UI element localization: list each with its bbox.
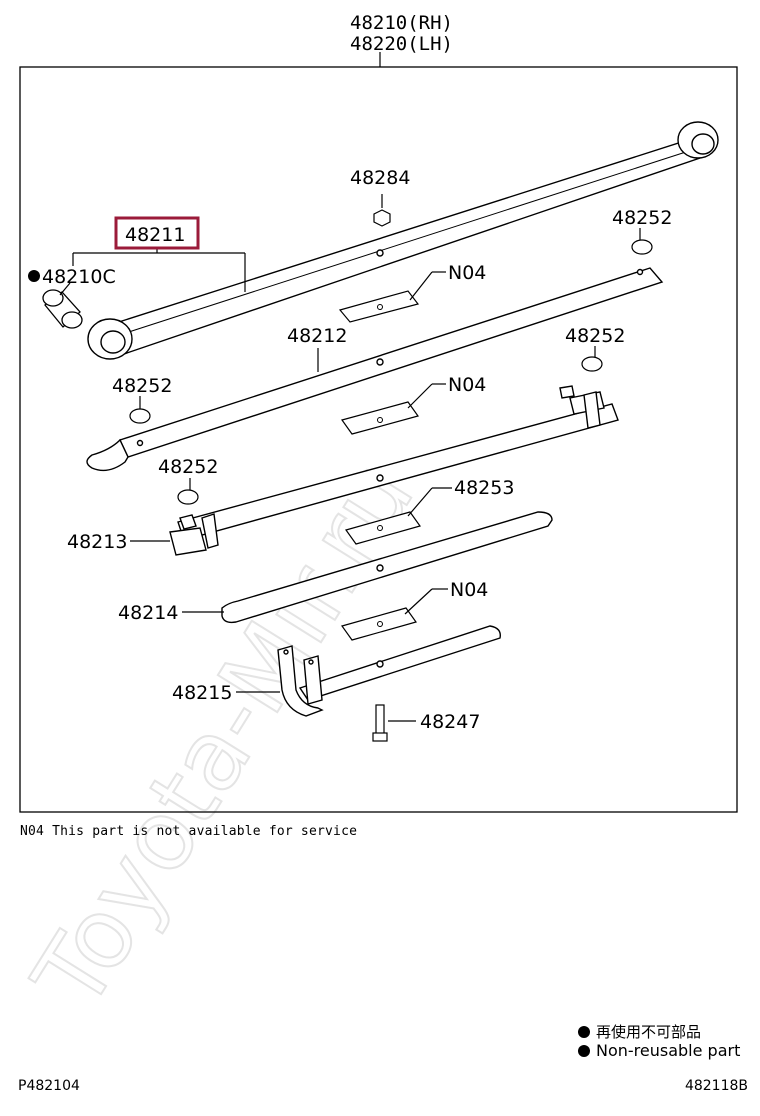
label-48252-d[interactable]: 48252 [158, 456, 218, 478]
part-number-lh[interactable]: 48220(LH) [350, 33, 453, 55]
legend-en: Non-reusable part [578, 1041, 740, 1060]
legend-jp-text: 再使用不可部品 [596, 1023, 702, 1041]
leaf-48214-drawing [221, 511, 553, 624]
non-reusable-dot-icon [28, 270, 40, 282]
label-48214[interactable]: 48214 [118, 602, 178, 624]
label-48253[interactable]: 48253 [454, 477, 514, 499]
cap-48252-drawings [129, 239, 653, 505]
highlight-box-48211 [114, 216, 200, 250]
label-48252-b[interactable]: 48252 [565, 325, 625, 347]
main-leaf-drawing [87, 121, 719, 360]
label-48252-a[interactable]: 48252 [612, 207, 672, 229]
label-48284[interactable]: 48284 [350, 167, 410, 189]
leaf-48213-drawing [169, 385, 619, 556]
footer-left: P482104 [18, 1078, 80, 1094]
label-n04-a[interactable]: N04 [448, 262, 486, 284]
service-note: N04 This part is not available for servi… [20, 824, 358, 839]
label-48215[interactable]: 48215 [172, 682, 232, 704]
label-n04-c[interactable]: N04 [450, 579, 488, 601]
label-n04-b[interactable]: N04 [448, 374, 486, 396]
nut-48284-drawing [373, 194, 391, 227]
leader-lines [59, 228, 641, 722]
leaf-48212-drawing [86, 267, 664, 472]
non-reusable-dot-icon [578, 1045, 590, 1057]
non-reusable-dot-icon [578, 1026, 590, 1038]
label-48252-c[interactable]: 48252 [112, 375, 172, 397]
legend-jp: 再使用不可部品 [578, 1021, 701, 1042]
label-48247[interactable]: 48247 [420, 711, 480, 733]
label-48210c[interactable]: 48210C [42, 266, 116, 288]
bushing-drawing [42, 289, 83, 329]
leaf-48215-drawing [277, 625, 501, 717]
label-48212[interactable]: 48212 [287, 325, 347, 347]
footer-right: 482118B [684, 1078, 748, 1094]
label-48211[interactable]: 48211 [125, 224, 185, 246]
bolt-48247-drawing [372, 704, 388, 742]
part-number-rh[interactable]: 48210(RH) [350, 12, 453, 34]
diagram-frame [19, 66, 738, 813]
label-48213[interactable]: 48213 [67, 531, 127, 553]
legend-en-text: Non-reusable part [596, 1041, 741, 1060]
